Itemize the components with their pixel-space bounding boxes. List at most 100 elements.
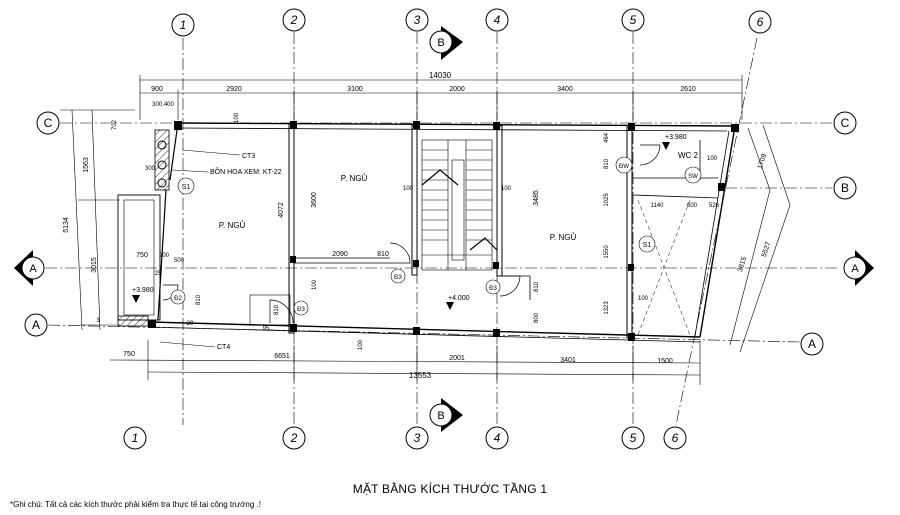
section-label: B [437,37,444,49]
dim-100-bottom: 100 [358,339,364,350]
dim-25: 25 [155,271,162,277]
grid-label: 6 [672,431,679,445]
section-label: B [437,410,444,422]
grid-bubble-1-top: 1 [171,13,195,37]
dim-top-1: 900 [151,86,163,93]
room-right-bedroom: P. NGỦ [550,233,577,242]
grid-label: 2 [290,431,298,445]
grid-bubbles: 1 2 3 4 5 6 1 2 3 4 5 6 C C B A A [24,8,857,450]
grid-bubble-1-bottom: 1 [123,426,147,450]
tag-s1-right: S1 [643,242,652,249]
grid-label: A [808,337,816,351]
grid-label: 1 [180,18,187,32]
dim-bottom-5: 1500 [657,358,673,365]
section-markers: A A B B [14,26,874,432]
dim-left-bottom: 3 [96,318,100,324]
walls [117,122,736,343]
grid-label: B [841,181,849,195]
grid-label: 5 [630,13,637,27]
grid-label: 5 [630,431,637,445]
grid-label: C [44,116,53,130]
dim-2090: 2090 [332,251,348,258]
grid-label: 4 [494,431,501,445]
level-arrow-stair [446,302,454,310]
dim-810-stair: 810 [534,281,540,292]
dim-left-top: 702 [112,119,118,130]
label-planter: BỒN HOA XEM: KT-22 [210,166,282,176]
grid-bubble-3-bottom: 3 [405,426,429,450]
grid-bubble-6-bottom: 6 [663,426,687,450]
dimension-texts: 14030 900 2920 3100 2000 3400 2610 750 6… [63,71,772,380]
grid-bubble-2-bottom: 2 [282,426,306,450]
grid-bubble-2-top: 2 [282,8,306,32]
grid-label: 4 [494,13,501,27]
dim-top-6: 2610 [680,86,696,93]
structural-columns [148,121,739,341]
dim-100-mid: 100 [403,186,414,192]
dim-29: 29 [187,321,194,327]
label-level-stair: +4.000 [448,295,470,302]
dim-bottom-3: 2001 [449,355,465,362]
dim-3600: 3600 [311,192,318,208]
shower-area-cross [637,199,691,336]
tag-d3-low: Đ3 [297,307,305,313]
dim-1550: 1550 [604,245,610,259]
grid-bubble-a-left-low: A [24,313,48,337]
dim-300: 300 [145,166,156,172]
room-left-bedroom: P. NGỦ [219,221,246,230]
dim-overall-top: 14030 [429,71,452,80]
inner-dimension-texts: 300,400 300 100 4072 3600 3485 2090 810 … [136,102,720,350]
dim-200: 200 [159,253,170,259]
dim-top-2: 2920 [226,86,242,93]
dim-1323: 1323 [604,301,610,315]
dim-top-4: 2000 [449,86,465,93]
planter-box [117,129,170,327]
grid-bubble-5-bottom: 5 [621,426,645,450]
label-level-wc: +3.980 [665,134,687,141]
section-marker-b-bottom: B [429,398,463,432]
grid-label: 2 [290,13,298,27]
room-labels: P. NGỦ P. NGỦ P. NGỦ WC 2 [219,151,699,242]
grid-label: A [32,318,40,332]
dim-4072: 4072 [278,202,285,218]
drawing-title: MẶT BẰNG KÍCH THƯỚC TẦNG 1 [352,482,548,496]
grid-label: 3 [414,431,421,445]
tag-sw: SW [688,174,698,180]
grid-bubble-b-right: B [833,176,857,200]
dim-100-right: 100 [501,186,512,192]
drawing-note: *Ghi chú: Tất cả các kích thước phải kiể… [10,500,261,509]
dim-top-3: 3100 [347,86,363,93]
tag-dw: ĐW [619,164,629,170]
label-level-left: +3.980 [132,287,154,294]
dim-300-400: 300,400 [152,102,174,108]
grid-axes [45,32,840,426]
level-markers [132,142,670,310]
dim-overall-bottom: 13553 [409,371,432,380]
label-ct3: CT3 [242,153,255,160]
section-marker-b-top: B [429,26,463,60]
staircase [421,139,498,271]
grid-label: C [841,116,850,130]
section-marker-a-left: A [14,250,45,286]
dim-100-low: 100 [312,279,318,290]
tag-d2: Đ2 [174,296,182,302]
grid-bubble-a-right-low: A [800,332,824,356]
element-tags: S1 S1 Đ2 Đ3 Đ3 Đ3 ĐW SW [170,156,702,316]
grid-label: 3 [414,13,421,27]
grid-bubble-5-top: 5 [621,8,645,32]
grid-label: 1 [132,431,139,445]
section-marker-a-right: A [843,250,874,286]
dim-500: 500 [174,258,185,264]
dim-bottom-1: 750 [123,351,135,358]
dim-left-upper: 1563 [83,157,90,173]
section-label: A [29,263,37,275]
grid-label: 6 [757,15,764,29]
dim-100-top: 100 [234,112,240,123]
dim-100-shower: 100 [638,296,649,302]
grid-bubble-4-top: 4 [485,8,509,32]
dim-left-overall: 5134 [63,217,70,233]
level-arrow-left [132,295,140,303]
dim-right-top: 1709 [757,153,769,170]
dim-right-lower: 3815 [737,256,749,273]
